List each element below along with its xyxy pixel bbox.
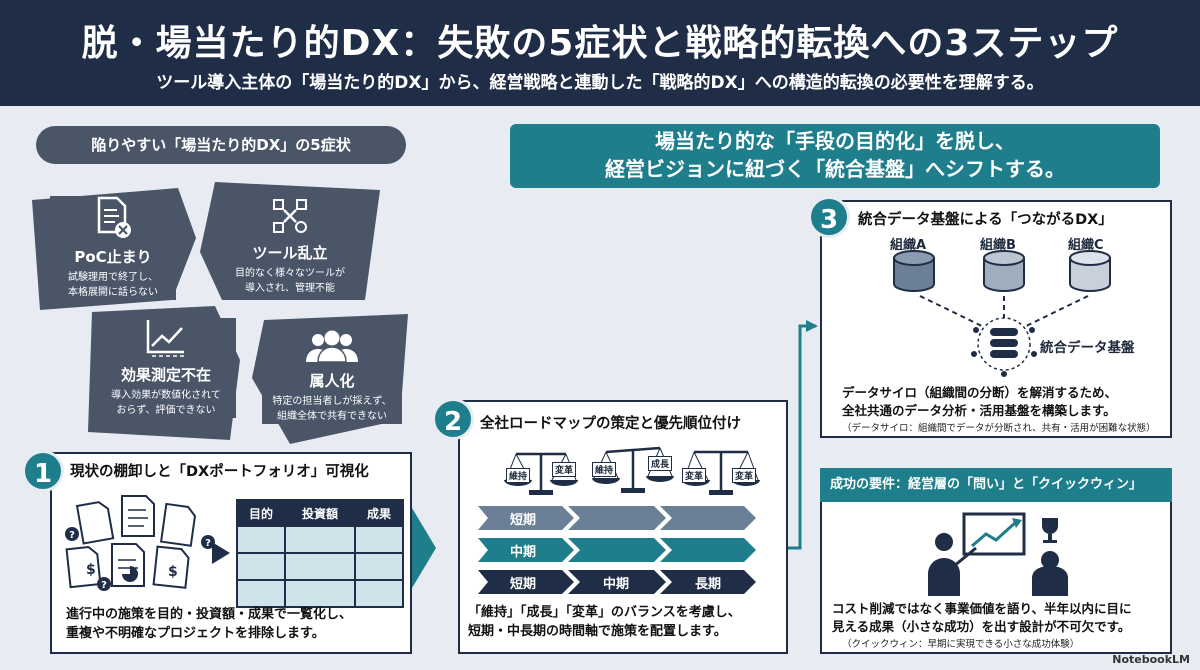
timeline-label-short: 短期 bbox=[510, 577, 537, 592]
table-cell bbox=[283, 525, 357, 554]
data-integration-diagram bbox=[893, 250, 1111, 377]
symptom-personalization: 属人化 特定の担当者しが採えず、組織全体で共有できない bbox=[262, 330, 402, 424]
symptom-desc: 試験理用で終了し、本格展開に話らない bbox=[68, 272, 158, 298]
timeline-label-long: 長期 bbox=[695, 577, 722, 592]
documents-icon: ? ? ? $ $ bbox=[65, 495, 215, 591]
table-cell bbox=[236, 525, 286, 554]
svg-text:?: ? bbox=[205, 538, 211, 549]
scale-label: 変革 bbox=[732, 468, 757, 483]
table-cell bbox=[354, 579, 404, 608]
table-cell bbox=[283, 579, 357, 608]
symptom-title: PoC止まり bbox=[74, 248, 152, 266]
scale-label: 維持 bbox=[506, 468, 531, 483]
symptom-poc: PoC止まり 試験理用で終了し、本格展開に話らない bbox=[50, 196, 176, 300]
database-icon bbox=[893, 250, 935, 292]
symptom-title: 効果測定不在 bbox=[120, 366, 211, 384]
scale-label: 変革 bbox=[552, 462, 577, 477]
org-label-c: 組織C bbox=[1068, 238, 1104, 253]
table-cell bbox=[236, 552, 286, 581]
hub-label: 統合データ基盤 bbox=[1040, 340, 1135, 356]
step3-title: 統合データ基盤による「つながるDX」 bbox=[858, 212, 1113, 228]
symptom-desc: 目的なく様々なツールが導入され、管理不能 bbox=[235, 268, 345, 294]
table-header: 成果 bbox=[354, 499, 404, 527]
arrow-step2-to-step3 bbox=[788, 324, 816, 550]
step1-title: 現状の棚卸しと「DXポートフォリオ」可視化 bbox=[70, 464, 369, 480]
symptoms-header: 陥りやすい「場当たり的DX」の5症状 bbox=[36, 126, 406, 164]
page-subtitle: ツール導入主体の「場当たり的DX」から、経営戦略と連動した「戦略的DX」への構造… bbox=[156, 73, 1044, 93]
success-description: コスト削減ではなく事業価値を語り、半年以内に目に見える成果（小さな成功）を出す設… bbox=[832, 601, 1132, 635]
document-x-icon bbox=[97, 196, 131, 238]
org-label-b: 組織B bbox=[980, 238, 1016, 253]
success-header: 成功の要件：経営層の「問い」と「クイックウィン」 bbox=[820, 468, 1172, 502]
timeline-label-mid: 中期 bbox=[603, 577, 630, 592]
symptom-title: ツール乱立 bbox=[252, 244, 328, 262]
header-bar: 脱・場当たり的DX：失敗の5症状と戦略的転換への3ステップ ツール導入主体の「場… bbox=[0, 0, 1200, 106]
svg-text:$: $ bbox=[86, 562, 96, 578]
step2-title: 全社ロードマップの策定と優先順位付け bbox=[480, 416, 741, 432]
svg-text:?: ? bbox=[69, 530, 75, 541]
arrow-right-icon bbox=[212, 542, 230, 564]
symptom-desc: 特定の担当者しが採えず、組織全体で共有できない bbox=[272, 396, 392, 422]
timeline-label-short: 短期 bbox=[510, 513, 537, 528]
step1-number: 1 bbox=[22, 450, 64, 492]
notebooklm-logo: NotebookLM bbox=[1112, 653, 1190, 666]
tools-icon bbox=[273, 199, 307, 233]
arrow-step1-to-step2 bbox=[402, 508, 436, 588]
table-cell bbox=[354, 525, 404, 554]
step3-note: （データサイロ：組織間でデータが分断され、共有・活用が困難な状態） bbox=[842, 423, 1156, 434]
table-header: 投資額 bbox=[283, 499, 357, 527]
table-cell bbox=[354, 552, 404, 581]
table-header: 目的 bbox=[236, 499, 286, 527]
org-label-a: 組織A bbox=[890, 238, 927, 253]
strategy-line-2: 経営ビジョンに紐づく「統合基盤」へシフトする。 bbox=[605, 157, 1065, 181]
table-cell bbox=[283, 552, 357, 581]
step3-panel bbox=[820, 200, 1172, 438]
page-title: 脱・場当たり的DX：失敗の5症状と戦略的転換への3ステップ bbox=[81, 23, 1119, 64]
balance-scales bbox=[504, 446, 760, 495]
symptom-measurement: 効果測定不在 導入効果が数値化されておらず、評価できない bbox=[96, 318, 236, 418]
portfolio-table: 目的 投資額 成果 bbox=[236, 499, 404, 608]
step2-number: 2 bbox=[432, 398, 474, 440]
svg-text:$: $ bbox=[168, 564, 178, 580]
step3-description: データサイロ（組織間の分断）を解消するため、全社共通のデータ分析・活用基盤を構築… bbox=[842, 385, 1118, 419]
scale-label: 成長 bbox=[648, 456, 673, 471]
symptom-desc: 導入効果が数値化されておらず、評価できない bbox=[111, 390, 221, 416]
svg-text:?: ? bbox=[101, 580, 107, 591]
step2-description: 「維持」「成長」「変革」のバランスを考慮し、短期・中長期の時間軸で施策を配置しま… bbox=[468, 605, 741, 639]
timeline-arrows bbox=[478, 506, 756, 594]
step1-description: 進行中の施策を目的・投資額・成果で一覧化し、重複や不明確なプロジェクトを排除しま… bbox=[66, 607, 353, 641]
chart-icon bbox=[146, 320, 184, 357]
people-icon bbox=[306, 330, 358, 363]
step3-number: 3 bbox=[808, 196, 850, 238]
presentation-icon bbox=[928, 512, 1068, 596]
scale-label: 維持 bbox=[592, 462, 617, 477]
table-cell bbox=[236, 579, 286, 608]
symptom-tools: ツール乱立 目的なく様々なツールが導入され、管理不能 bbox=[220, 196, 360, 296]
scale-label: 変革 bbox=[682, 468, 707, 483]
success-note: （クイックウィン：早期に実現できる小さな成功体験） bbox=[842, 639, 1080, 650]
strategy-line-1: 場当たり的な「手段の目的化」を脱し、 bbox=[655, 129, 1015, 153]
strategy-banner: 場当たり的な「手段の目的化」を脱し、 経営ビジョンに紐づく「統合基盤」へシフトす… bbox=[510, 124, 1160, 188]
timeline-label-mid: 中期 bbox=[510, 545, 537, 560]
symptom-title: 属人化 bbox=[309, 372, 355, 390]
